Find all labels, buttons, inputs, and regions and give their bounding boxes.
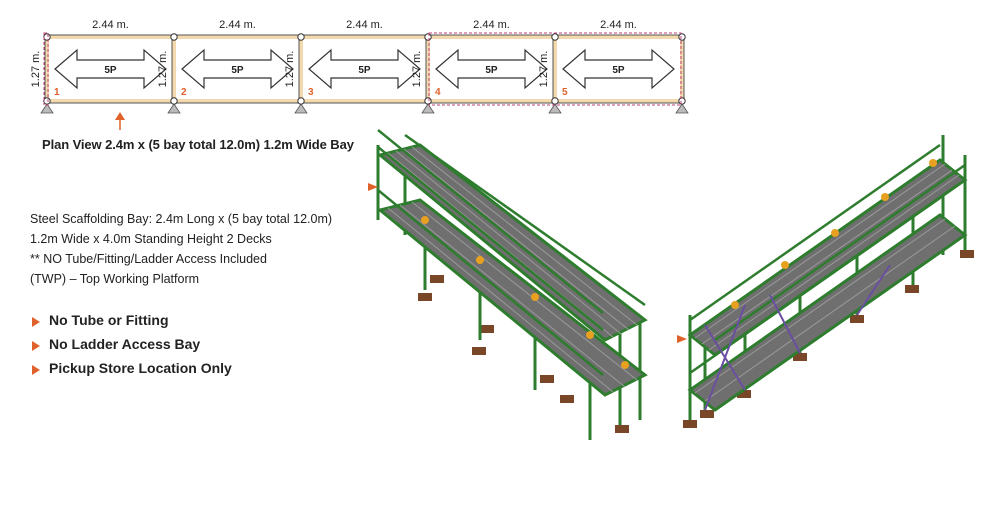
description-line: 1.2m Wide x 4.0m Standing Height 2 Decks [30, 232, 272, 246]
bay-3: 2.44 m. 5P 3 [298, 19, 431, 104]
support-triangle-icon [294, 103, 308, 114]
bullet-arrow-icon [32, 341, 40, 351]
bay-5: 2.44 m. 5P 5 [552, 19, 685, 104]
node-icon [424, 33, 432, 41]
node-icon [297, 97, 305, 105]
bay-width-label: 2.44 m. [600, 19, 637, 31]
node-icon [678, 97, 686, 105]
feature-label: No Tube or Fitting [49, 312, 169, 328]
description-block: Steel Scaffolding Bay: 2.4m Long x (5 ba… [30, 209, 332, 289]
node-icon [297, 33, 305, 41]
bullet-arrow-icon [32, 365, 40, 375]
support-triangle-icon [675, 103, 689, 114]
feature-label: No Ladder Access Bay [49, 336, 201, 352]
description-line: ** NO Tube/Fitting/Ladder Access Include… [30, 252, 267, 266]
depth-label: 1.27 m. [30, 51, 42, 88]
support-triangle-icon [548, 103, 562, 114]
selection-outline [43, 32, 49, 106]
double-arrow-icon [181, 48, 294, 90]
double-arrow-icon [54, 48, 167, 90]
bay-number: 5 [562, 87, 568, 98]
description-line: Steel Scaffolding Bay: 2.4m Long x (5 ba… [30, 212, 333, 226]
bay-number: 3 [308, 87, 314, 98]
support-triangle-icon [421, 103, 435, 114]
node-icon [424, 97, 432, 105]
pointer-arrow-icon [115, 112, 125, 130]
platform-label: 5P [358, 65, 371, 76]
node-icon [678, 33, 686, 41]
depth-label: 1.27 m. [538, 51, 550, 88]
bay-outline [552, 34, 685, 104]
platform-label: 5P [231, 65, 244, 76]
bullet-arrow-icon [32, 317, 40, 327]
support-triangle-icon [167, 103, 181, 114]
bay-width-label: 2.44 m. [473, 19, 510, 31]
node-icon [43, 33, 51, 41]
scaffold-isometric-view-left [368, 129, 648, 440]
double-arrow-icon [562, 48, 675, 90]
node-icon [551, 97, 559, 105]
platform-label: 5P [104, 65, 117, 76]
platform-label: 5P [485, 65, 498, 76]
bay-width-label: 2.44 m. [346, 19, 383, 31]
depth-label: 1.27 m. [157, 51, 169, 88]
plan-view-title: Plan View 2.4m x (5 bay total 12.0m) 1.2… [42, 137, 354, 152]
node-icon [551, 33, 559, 41]
selection-outline [428, 32, 682, 106]
bay-width-label: 2.44 m. [219, 19, 256, 31]
platform-label: 5P [612, 65, 625, 76]
bay-width-label: 2.44 m. [92, 19, 129, 31]
depth-label: 1.27 m. [284, 51, 296, 88]
support-triangle-icon [40, 103, 54, 114]
feature-label: Pickup Store Location Only [49, 360, 232, 376]
depth-label: 1.27 m. [411, 51, 423, 88]
double-arrow-icon [308, 48, 421, 90]
node-icon [43, 97, 51, 105]
double-arrow-icon [435, 48, 548, 90]
node-icon [170, 97, 178, 105]
scaffold-isometric-view-right [677, 135, 974, 428]
node-icon [170, 33, 178, 41]
description-line: (TWP) – Top Working Platform [30, 272, 200, 286]
bay-1: 2.44 m. 5P 1 [44, 19, 177, 104]
bay-number: 2 [181, 87, 187, 98]
bay-number: 1 [54, 87, 60, 98]
bay-number: 4 [435, 87, 441, 98]
bay-4: 2.44 m. 5P 4 [425, 19, 558, 104]
